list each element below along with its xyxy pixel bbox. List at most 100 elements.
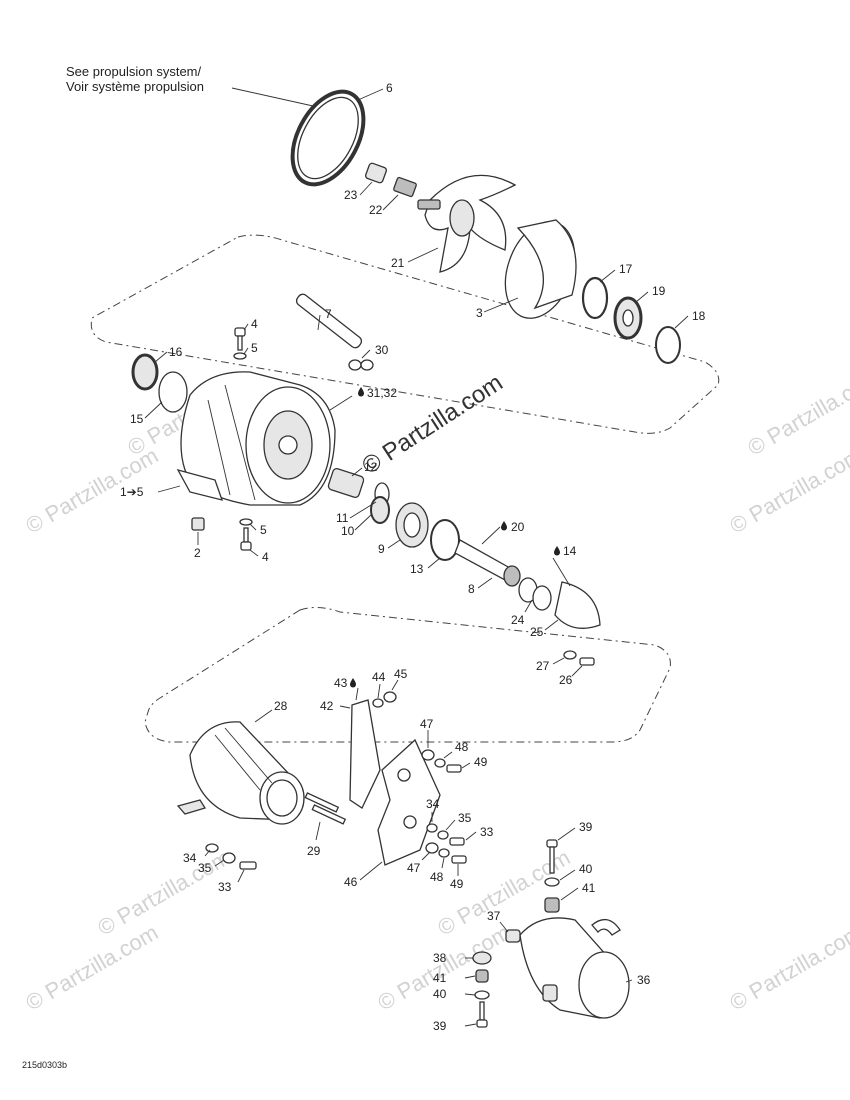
callout: 45 <box>394 667 408 681</box>
shaft-insert-22 <box>393 176 417 198</box>
seal-16 <box>131 353 159 391</box>
callout: 41 <box>433 971 447 985</box>
bolt-49-bottom <box>451 855 467 864</box>
callout: 38 <box>433 951 447 965</box>
callout: 17 <box>619 262 633 276</box>
o-rings-24 <box>518 577 552 611</box>
bolt-4-top <box>234 327 246 351</box>
lubricant-drop-icon <box>554 546 560 556</box>
callout: 15 <box>130 412 144 426</box>
o-ring-15 <box>158 371 188 413</box>
callout-labels: 6 23 22 21 3 17 19 18 7 4 5 30 16 15 31,… <box>120 81 706 1033</box>
pump-housing <box>176 371 336 506</box>
callout: 9 <box>378 542 385 556</box>
callout: 30 <box>375 343 389 357</box>
washer-47-top <box>421 749 435 761</box>
leader-lines <box>144 88 689 1027</box>
o-rings-30 <box>348 359 374 371</box>
callout: 47 <box>420 717 434 731</box>
sleeve-12 <box>327 467 365 499</box>
drive-shaft-8 <box>454 539 521 587</box>
callout: 34 <box>426 797 440 811</box>
callout: 26 <box>559 673 573 687</box>
seal-10 <box>370 496 390 524</box>
callout: 29 <box>307 844 321 858</box>
wear-ring-seal-6 <box>290 89 366 187</box>
callout: 43 <box>334 676 348 690</box>
callout: 35 <box>198 861 212 875</box>
screw-26 <box>579 657 595 666</box>
reference-line-en: See propulsion system/ <box>66 64 202 79</box>
callout: 13 <box>410 562 424 576</box>
retaining-ring-17 <box>581 276 609 320</box>
callout: 5 <box>260 523 267 537</box>
callout: 4 <box>262 550 269 564</box>
callout: 48 <box>430 870 444 884</box>
bearing-19 <box>613 296 643 340</box>
reference-line-fr: Voir système propulsion <box>66 79 205 94</box>
impeller-21 <box>417 174 517 273</box>
callout: 6 <box>386 81 393 95</box>
callout: 25 <box>530 625 544 639</box>
lubricant-drop-icon <box>358 387 364 397</box>
callout: 24 <box>511 613 525 627</box>
cap-25 <box>554 581 601 629</box>
callout: 35 <box>458 811 472 825</box>
bushing-41-top <box>544 897 560 913</box>
callout: 42 <box>320 699 334 713</box>
callout: 36 <box>637 973 651 987</box>
callout: 49 <box>450 877 464 891</box>
venturi-28 <box>176 721 305 825</box>
lubricant-drop-icon <box>501 521 507 531</box>
group-outline-lower <box>144 606 671 743</box>
callout: 10 <box>341 524 355 538</box>
bolt-39-bottom <box>476 1001 488 1028</box>
callout: 37 <box>487 909 501 923</box>
callout: 4 <box>251 317 258 331</box>
callout: 39 <box>579 820 593 834</box>
callout: 40 <box>579 862 593 876</box>
callout: 2 <box>194 546 201 560</box>
callout: 28 <box>274 699 288 713</box>
callout: 22 <box>369 203 383 217</box>
callout: 39 <box>433 1019 447 1033</box>
callout: 12 <box>364 460 378 474</box>
studs-29 <box>304 792 347 825</box>
plug-2 <box>191 517 205 531</box>
callout: 31,32 <box>367 386 397 400</box>
bolt-49-top <box>446 764 462 773</box>
washer-44 <box>372 698 384 708</box>
nut-35-left <box>222 852 236 864</box>
gasket-46 <box>377 738 441 866</box>
bolt-39-top <box>546 839 558 874</box>
callout: 19 <box>652 284 666 298</box>
trim-plate-42 <box>349 699 381 809</box>
callout: 23 <box>344 188 358 202</box>
callout: 16 <box>169 345 183 359</box>
impeller-housing-3 <box>504 219 577 319</box>
retaining-ring-13 <box>430 519 460 561</box>
bushing-41-bottom <box>475 969 489 983</box>
propulsion-reference-note: See propulsion system/ Voir système prop… <box>66 64 204 94</box>
washer-34-right <box>426 823 438 833</box>
washer-40-bottom <box>474 990 490 1000</box>
callout: 47 <box>407 861 421 875</box>
bolt-33-right <box>449 837 465 846</box>
callout: 3 <box>476 306 483 320</box>
nut-37 <box>505 929 521 943</box>
bolt-33-left <box>239 861 257 870</box>
callout: 11 <box>336 511 349 525</box>
callout: 1➔5 <box>120 485 144 499</box>
nut-35-right <box>437 830 449 840</box>
callout: 33 <box>218 880 232 894</box>
washer-5-top <box>233 352 247 360</box>
bushing-38 <box>472 951 492 965</box>
callout: 21 <box>391 256 405 270</box>
steering-nozzle-36 <box>519 917 630 1019</box>
callout: 18 <box>692 309 706 323</box>
group-outline-upper <box>90 234 720 434</box>
washer-40-top <box>544 877 560 887</box>
callout: 8 <box>468 582 475 596</box>
callout: 49 <box>474 755 488 769</box>
